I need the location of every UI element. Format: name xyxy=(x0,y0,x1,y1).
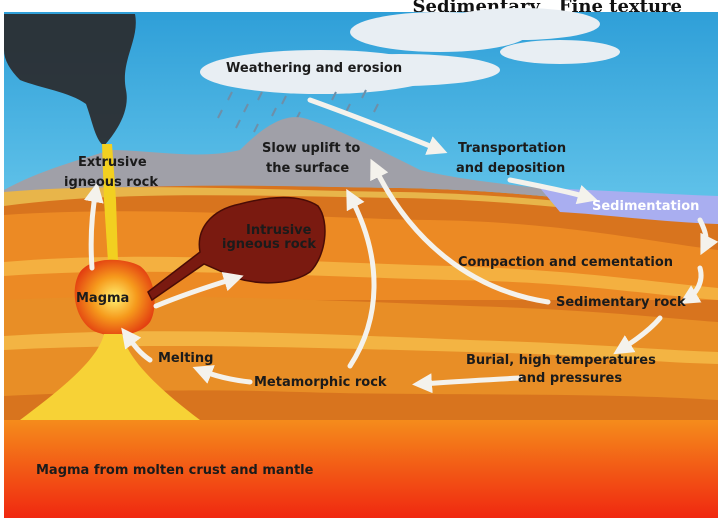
label-intrusive-2: igneous rock xyxy=(222,237,316,252)
label-weathering: Weathering and erosion xyxy=(226,61,402,76)
label-compaction: Compaction and cementation xyxy=(458,255,673,270)
label-extrusive-1: Extrusive xyxy=(78,155,147,170)
label-metamorphic: Metamorphic rock xyxy=(254,375,387,390)
label-sedimentary-rock: Sedimentary rock xyxy=(556,295,686,310)
label-magma: Magma xyxy=(76,291,129,306)
label-uplift-1: Slow uplift to xyxy=(262,141,360,156)
label-burial-1: Burial, high temperatures xyxy=(466,353,656,368)
label-extrusive-2: igneous rock xyxy=(64,175,158,190)
label-transport-1: Transportation xyxy=(458,141,566,156)
label-intrusive-1: Intrusive xyxy=(246,223,312,238)
label-burial-2: and pressures xyxy=(518,371,622,386)
label-melting: Melting xyxy=(158,351,213,366)
label-sedimentation: Sedimentation xyxy=(592,199,699,214)
label-transport-2: and deposition xyxy=(456,161,565,176)
label-magma-source: Magma from molten crust and mantle xyxy=(36,463,314,478)
label-uplift-2: the surface xyxy=(266,161,349,176)
